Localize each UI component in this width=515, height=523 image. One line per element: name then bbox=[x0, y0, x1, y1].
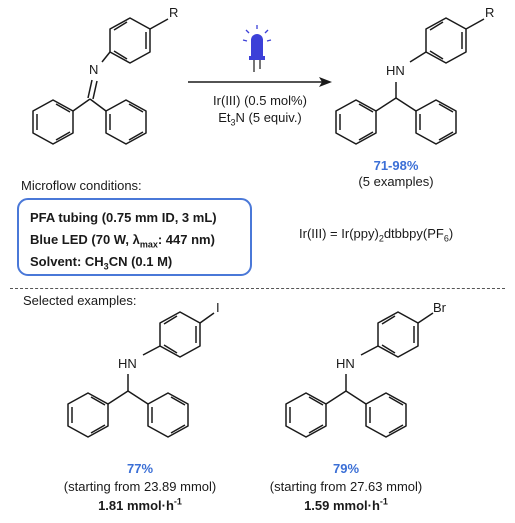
blue-led-lamp-icon bbox=[242, 25, 272, 72]
product-aryl-ring bbox=[409, 17, 485, 64]
selected-examples-heading: Selected examples: bbox=[23, 293, 137, 308]
section-divider bbox=[10, 288, 505, 289]
example1-aryl-ring bbox=[142, 311, 215, 358]
product-hn-label: HN bbox=[386, 63, 405, 78]
example2-left-phenyl bbox=[285, 392, 327, 438]
example2-right-phenyl bbox=[365, 392, 407, 438]
microflow-conditions-box: PFA tubing (0.75 mm ID, 3 mL) Blue LED (… bbox=[17, 198, 252, 276]
solvent-condition: Solvent: CH3CN (0.1 M) bbox=[30, 254, 173, 272]
led-condition: Blue LED (70 W, λmax: 447 nm) bbox=[30, 232, 215, 250]
base-condition: Et3N (5 equiv.) bbox=[218, 110, 302, 128]
microflow-heading: Microflow conditions: bbox=[21, 178, 142, 193]
product-right-phenyl bbox=[415, 99, 457, 145]
tubing-condition: PFA tubing (0.75 mm ID, 3 mL) bbox=[30, 210, 217, 225]
product-r-label: R bbox=[485, 5, 495, 20]
product-yield: 71-98% bbox=[373, 158, 419, 173]
reactant-right-phenyl bbox=[105, 99, 147, 145]
example2-hn-label: HN bbox=[336, 356, 355, 371]
catalyst-condition: Ir(III) (0.5 mol%) bbox=[213, 93, 307, 108]
example1-yield: 77% bbox=[126, 461, 154, 476]
example2-yield: 79% bbox=[332, 461, 360, 476]
example1-start: (starting from 23.89 mmol) bbox=[63, 479, 217, 494]
reactant-r-label: R bbox=[169, 5, 179, 20]
reactant-left-phenyl bbox=[32, 99, 74, 145]
example2-aryl-ring bbox=[360, 311, 434, 358]
example1-left-phenyl bbox=[67, 392, 109, 438]
product-left-phenyl bbox=[335, 99, 377, 145]
product-examples-count: (5 examples) bbox=[358, 174, 434, 189]
reaction-arrow-icon bbox=[188, 77, 332, 87]
example1-hn-label: HN bbox=[118, 356, 137, 371]
example2-start: (starting from 27.63 mmol) bbox=[269, 479, 423, 494]
example2-br-label: Br bbox=[433, 300, 446, 315]
example1-right-phenyl bbox=[147, 392, 189, 438]
example1-rate: 1.81 mmol·h-1 bbox=[98, 496, 182, 513]
reactant-aryl-ring bbox=[101, 17, 169, 64]
example1-i-label: I bbox=[216, 300, 220, 315]
reactant-n-label: N bbox=[89, 62, 99, 77]
example2-rate: 1.59 mmol·h-1 bbox=[304, 496, 388, 513]
ir-catalyst-definition: Ir(III) = Ir(ppy)2dtbbpy(PF6) bbox=[299, 226, 454, 244]
